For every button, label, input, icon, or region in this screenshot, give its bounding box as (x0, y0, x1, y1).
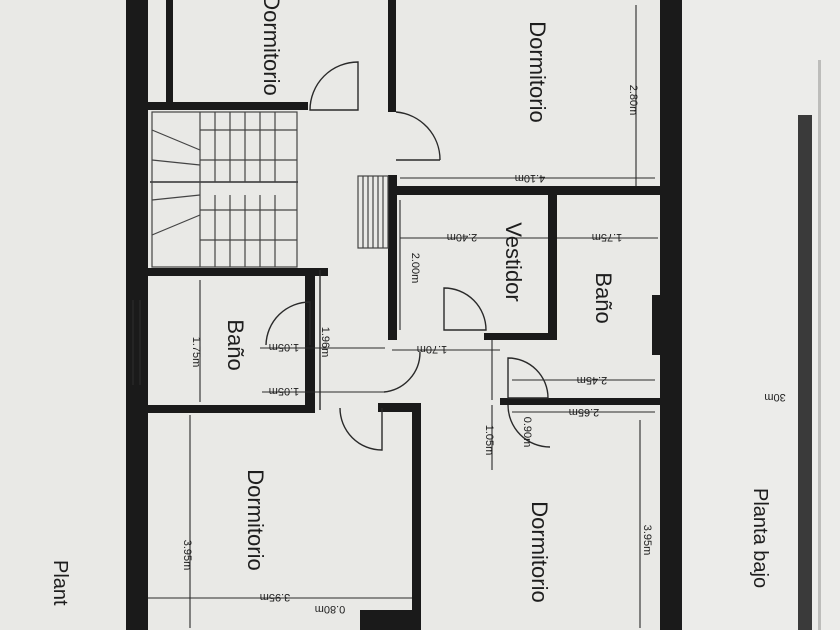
dim-label-1-75-right: 1.75m (592, 231, 623, 243)
room-label-bano-left: Baño (223, 319, 248, 370)
binder-strip (798, 60, 821, 630)
dim-label-1-70: 1.70m (417, 343, 448, 355)
outer-walls (126, 0, 682, 630)
dim-label-4-10: 4.10m (515, 172, 546, 184)
room-label-bano-right: Baño (591, 272, 616, 323)
dim-label-1-75-left: 1.75m (190, 337, 202, 368)
dim-label-1-05-b: 1.05m (269, 385, 300, 397)
room-label-dormitorio-top-left: Dormitorio (259, 0, 284, 96)
dim-label-2-45: 2.45m (577, 374, 608, 386)
dim-label-1-96: 1.96m (319, 327, 331, 358)
dim-label-3-95-left: 3.95m (181, 540, 193, 571)
paper-margin (690, 0, 840, 630)
dim-label-30: 30m (764, 391, 785, 403)
staircase (151, 111, 389, 268)
room-label-dormitorio-top-right: Dormitorio (525, 21, 550, 122)
room-label-dormitorio-bottom-left: Dormitorio (243, 469, 268, 570)
door-swings (265, 61, 551, 451)
room-label-vestidor: Vestidor (501, 222, 526, 302)
dim-label-3-95-bottom: 3.95m (260, 591, 291, 603)
dim-label-3-95-right: 3.95m (641, 525, 653, 556)
room-labels: Dormitorio Dormitorio Vestidor Baño Baño… (223, 0, 616, 603)
dim-label-2-40: 2.40m (447, 231, 478, 243)
dim-label-1-05-a: 1.05m (269, 341, 300, 353)
dim-label-0-80: 0.80m (315, 603, 346, 615)
measurement-labels: 2.80m 4.10m 2.40m 1.75m 2.00m 1.75m 1.05… (181, 85, 786, 615)
room-label-dormitorio-bottom-right: Dormitorio (527, 501, 552, 602)
dim-label-2-65: 2.65m (569, 406, 600, 418)
caption-plant-left: Plant (49, 560, 71, 606)
dim-label-0-90: 0.90m (521, 417, 533, 448)
caption-planta-bajo: Planta bajo (749, 488, 771, 588)
dim-label-1-05-c: 1.05m (483, 425, 495, 456)
dimension-lines (148, 5, 658, 628)
dim-label-2-80: 2.80m (627, 85, 639, 116)
dim-label-2-00: 2.00m (409, 253, 421, 284)
